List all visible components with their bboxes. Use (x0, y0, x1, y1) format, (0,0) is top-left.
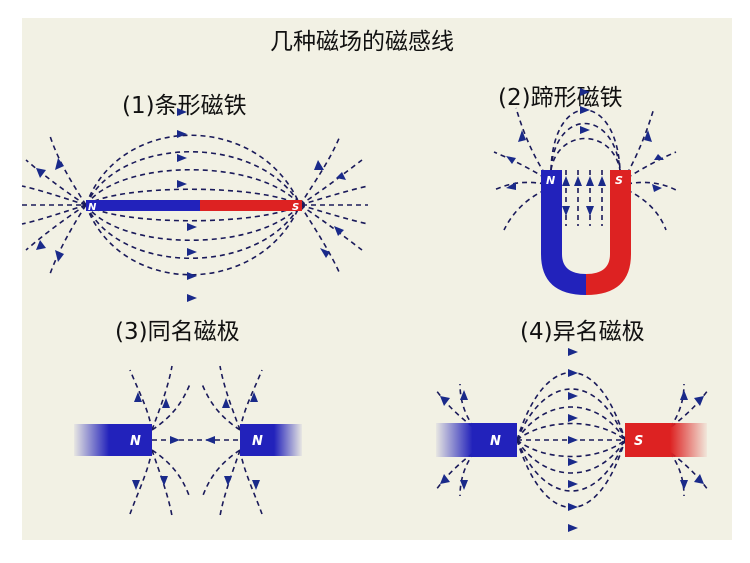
unlike-poles-south-magnet (625, 423, 707, 457)
bar-magnet-group: N S (21, 108, 369, 302)
horseshoe-magnet-group: N S (493, 88, 677, 295)
like-poles-right-letter: N (252, 434, 263, 449)
bar-magnet-north-letter: N (88, 202, 97, 213)
unlike-poles-south-letter: S (634, 434, 643, 449)
like-poles-label: (3)同名磁极 (115, 319, 240, 345)
horseshoe-north-letter: N (546, 174, 555, 187)
like-poles-group: N N (74, 365, 302, 517)
horseshoe-south-arm (586, 170, 631, 295)
horseshoe-magnet-label: (2)蹄形磁铁 (498, 85, 623, 111)
like-poles-right-magnet (240, 424, 302, 456)
horseshoe-south-letter: S (615, 174, 623, 187)
bar-magnet-label: (1)条形磁铁 (122, 93, 247, 119)
like-poles-left-magnet (74, 424, 152, 456)
unlike-poles-north-magnet (436, 423, 517, 457)
horseshoe-north-arm (541, 170, 586, 295)
bar-magnet-south-half (200, 200, 302, 211)
like-poles-left-letter: N (130, 434, 141, 449)
unlike-poles-group: N S (435, 348, 709, 532)
unlike-poles-label: (4)异名磁极 (520, 319, 645, 345)
bar-magnet-south-letter: S (292, 202, 299, 213)
bar-magnet-north-half (86, 200, 200, 211)
unlike-poles-north-letter: N (490, 434, 501, 449)
diagram-title: 几种磁场的磁感线 (270, 29, 454, 55)
